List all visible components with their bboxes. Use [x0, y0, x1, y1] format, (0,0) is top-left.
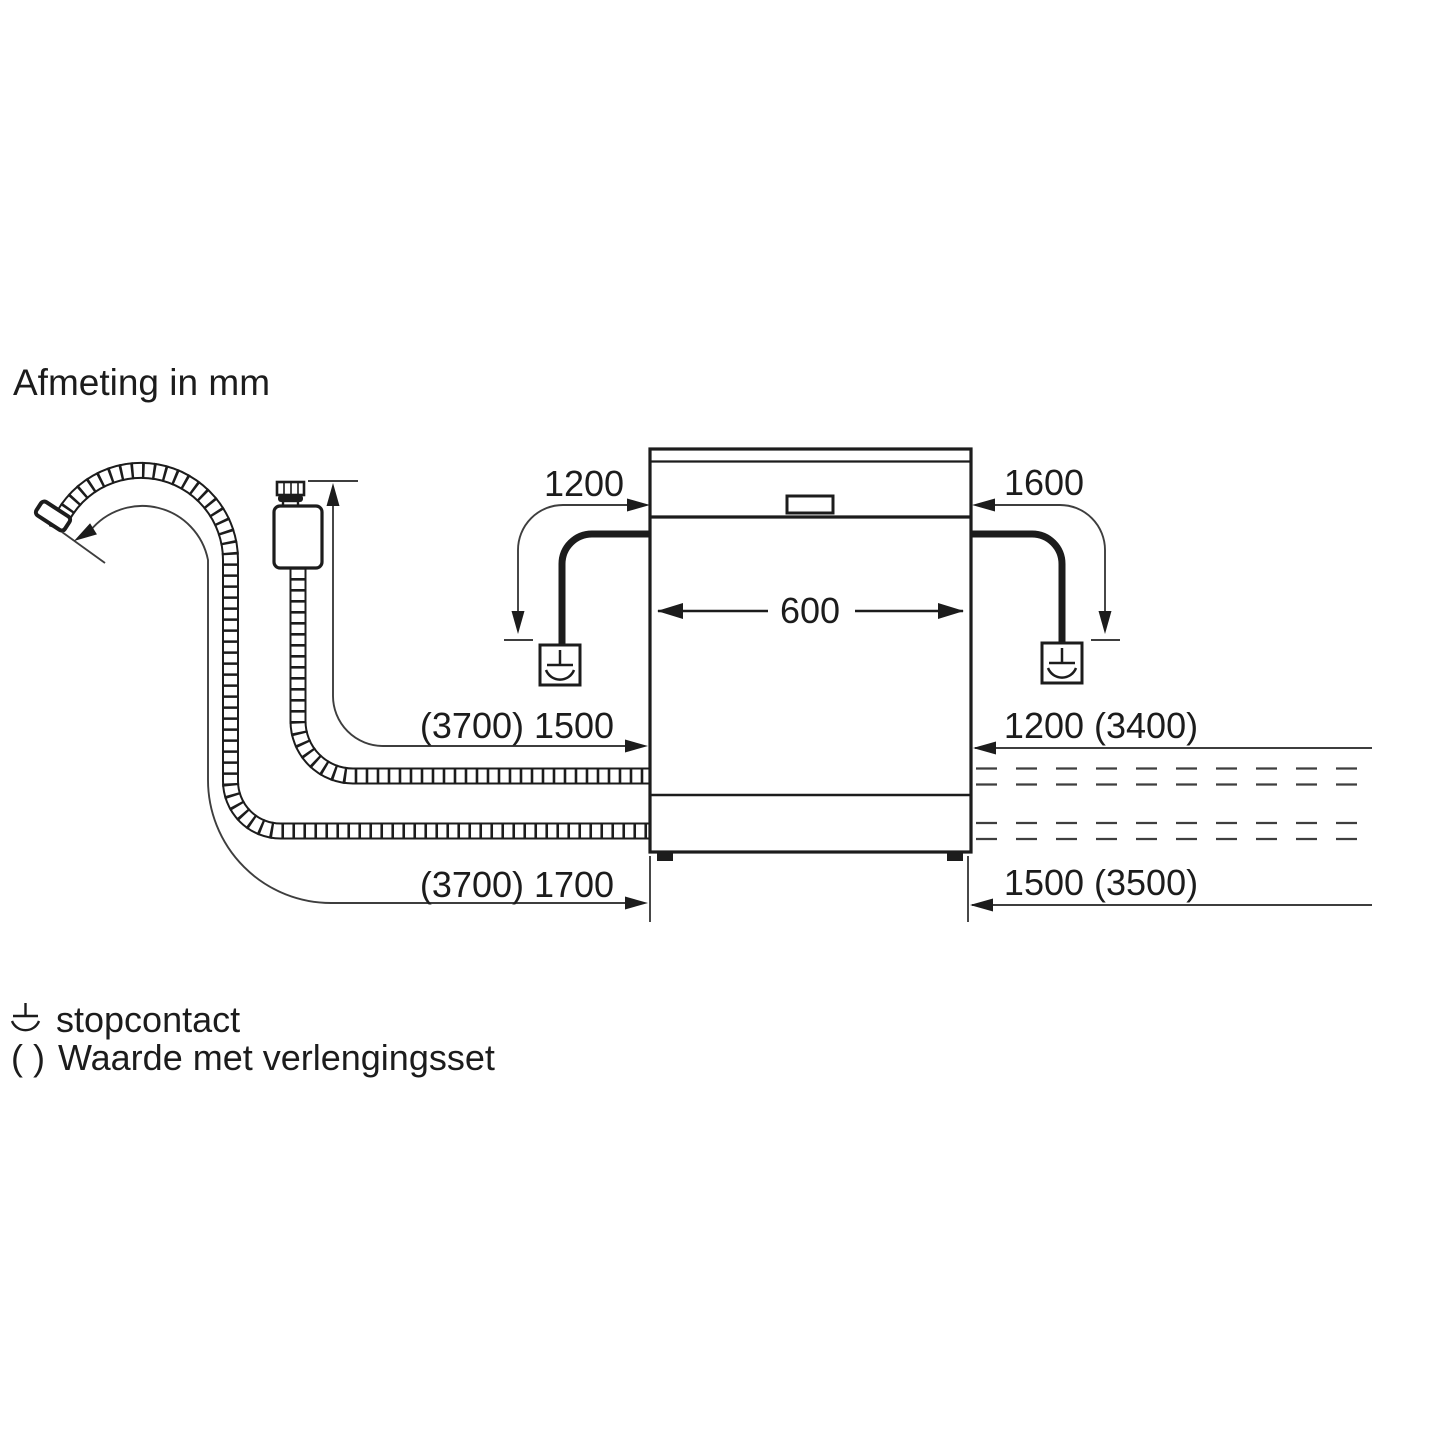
legend-socket-label: stopcontact [56, 999, 240, 1040]
legend-extension-label: Waarde met verlengingsset [58, 1037, 495, 1078]
dim-drain-hose: (3700) 1700 [61, 504, 648, 910]
dashed-hose-continuation [976, 767, 1372, 841]
dim-right-mid-label: 1200 (3400) [1004, 705, 1198, 746]
dim-appliance-width: 600 [657, 590, 964, 631]
drain-hose-end-cap [33, 499, 73, 533]
dim-appliance-width-label: 600 [780, 590, 840, 631]
stopcontact-icon-legend [10, 1003, 41, 1032]
dim-cord-right: 1600 [972, 462, 1120, 641]
aquastop-valve-icon [272, 480, 324, 570]
legend: stopcontact ( ) Waarde met verlengingsse… [10, 999, 495, 1078]
stopcontact-icon-right [1040, 641, 1084, 685]
dim-cord-left-label: 1200 [544, 463, 624, 504]
legend-extension-symbol: ( ) [11, 1037, 45, 1078]
dim-drain-hose-label: (3700) 1700 [420, 864, 614, 905]
dim-cord-left: 1200 [504, 463, 650, 641]
power-cord-right [971, 530, 1066, 642]
dishwasher-outline [648, 447, 973, 861]
dim-right-bottom: 1500 (3500) [649, 856, 1372, 922]
stopcontact-icon-left [538, 643, 582, 687]
corrugated-supply-hose-icon [289, 567, 649, 785]
dim-right-mid: 1200 (3400) [973, 705, 1372, 755]
dim-cord-right-label: 1600 [1004, 462, 1084, 503]
dim-supply-hose: (3700) 1500 [308, 480, 648, 753]
corrugated-drain-hose-icon [33, 461, 649, 840]
power-cord-left [558, 530, 650, 644]
dim-supply-hose-label: (3700) 1500 [420, 705, 614, 746]
right-foot [947, 852, 963, 861]
page-title: Afmeting in mm [13, 362, 270, 403]
control-panel-handle [785, 494, 835, 515]
left-foot [657, 852, 673, 861]
dim-right-bottom-label: 1500 (3500) [1004, 862, 1198, 903]
